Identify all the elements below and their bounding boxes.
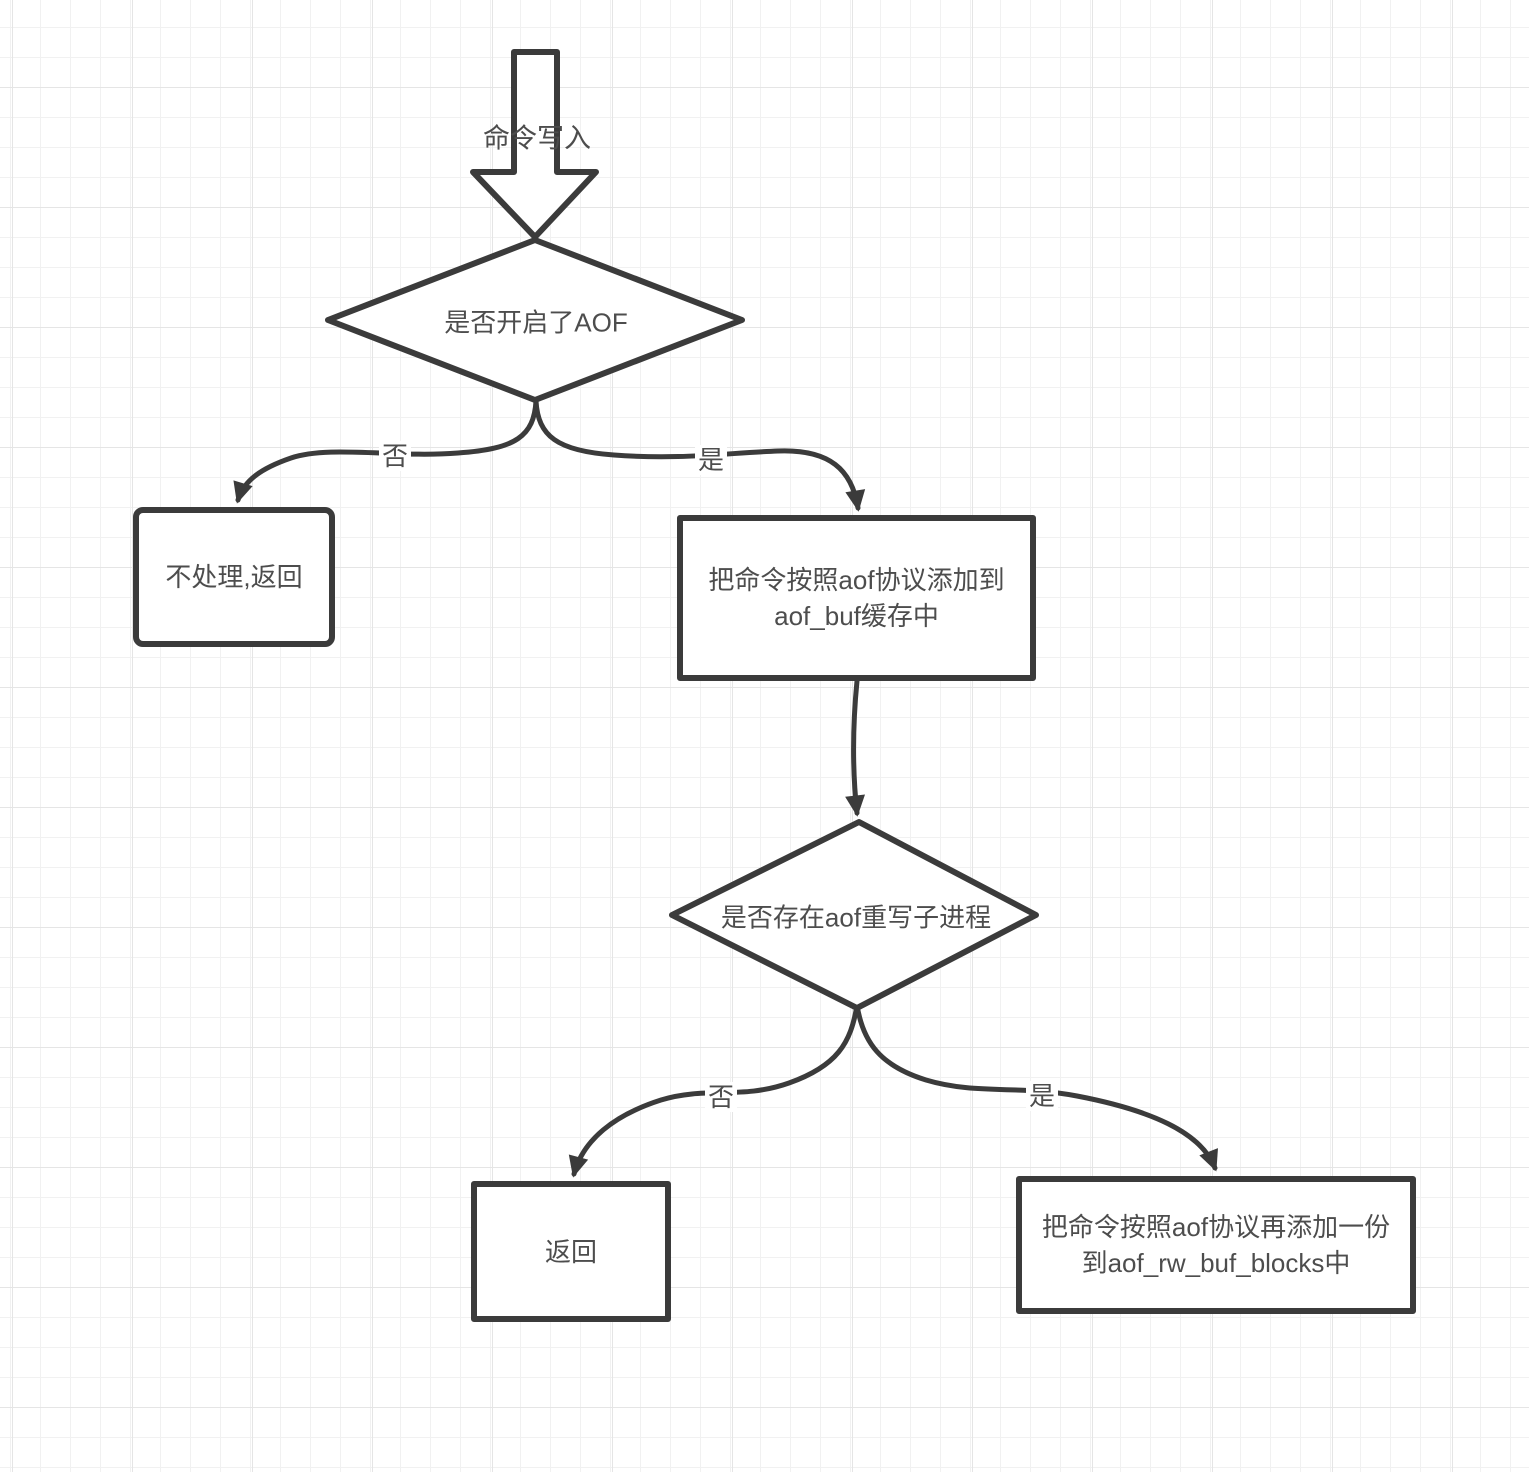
edge-label-aof-no[interactable]: 否 (378, 441, 412, 471)
start-arrow-shape[interactable] (470, 49, 599, 240)
node-no-process-label: 不处理,返回 (165, 562, 303, 592)
edge-label-rewrite-yes[interactable]: 是 (1025, 1081, 1059, 1111)
decision-aof-enabled-label: 是否开启了AOF (444, 307, 628, 338)
edge-rewrite-yes[interactable] (854, 1002, 1218, 1172)
node-append-rw-buf-label: 把命令按照aof协议再添加一份 到aof_rw_buf_blocks中 (1042, 1209, 1390, 1281)
decision-rewrite-child-shape[interactable] (669, 819, 1039, 1011)
node-no-process[interactable]: 不处理,返回 (133, 507, 335, 647)
edge-label-aof-yes[interactable]: 是 (694, 445, 728, 475)
decision-aof-enabled-shape[interactable] (325, 237, 745, 403)
edge-to-rewrite-decision[interactable] (845, 678, 866, 817)
node-append-aof-buf[interactable]: 把命令按照aof协议添加到 aof_buf缓存中 (677, 515, 1036, 681)
start-arrow-label: 命令写入 (483, 123, 591, 154)
decision-rewrite-child-label: 是否存在aof重写子进程 (720, 902, 992, 933)
node-append-aof-buf-line2: aof_buf缓存中 (774, 601, 939, 631)
node-append-rw-buf-line2: 到aof_rw_buf_blocks中 (1081, 1248, 1351, 1278)
node-append-aof-buf-line1: 把命令按照aof协议添加到 (708, 565, 1005, 595)
node-append-aof-buf-label: 把命令按照aof协议添加到 aof_buf缓存中 (708, 562, 1004, 634)
node-return[interactable]: 返回 (471, 1181, 671, 1322)
node-append-rw-buf-line1: 把命令按照aof协议再添加一份 (1041, 1212, 1391, 1242)
edge-aof-no[interactable] (233, 398, 539, 504)
edge-label-rewrite-no[interactable]: 否 (704, 1082, 738, 1112)
node-append-rw-buf[interactable]: 把命令按照aof协议再添加一份 到aof_rw_buf_blocks中 (1016, 1176, 1416, 1314)
node-return-label: 返回 (544, 1236, 597, 1267)
